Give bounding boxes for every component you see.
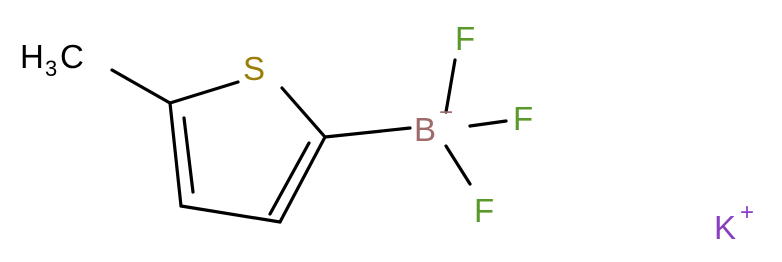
methyl-subscript: 3 — [45, 56, 57, 81]
bond-c5-s — [168, 80, 240, 105]
sulfur-atom: S — [243, 50, 265, 87]
boron-atom: B — [414, 111, 436, 148]
bond-c4-c5 — [168, 101, 183, 208]
potassium-charge: + — [740, 199, 754, 226]
methyl-c: C — [60, 38, 84, 75]
bond-c2-c3-double — [268, 141, 311, 216]
bond-b-f-top — [444, 58, 457, 114]
bond-c2-b — [323, 126, 412, 139]
bond-c3-c4 — [179, 204, 282, 224]
bond-c4-c5-double — [182, 116, 195, 194]
bond-methyl-c5 — [110, 68, 172, 105]
bonds — [110, 58, 508, 224]
bond-b-f-right — [468, 119, 508, 128]
methyl-label: H 3 C — [20, 38, 84, 81]
bond-s-c2 — [280, 86, 327, 139]
methyl-h: H — [20, 38, 44, 75]
boron-charge: − — [439, 99, 453, 126]
bond-c2-c3 — [278, 135, 327, 224]
fluorine-top: F — [455, 20, 475, 57]
fluorine-bottom: F — [474, 192, 494, 229]
fluorine-right: F — [513, 100, 533, 137]
potassium-atom: K — [714, 209, 736, 246]
bond-b-f-bottom — [444, 144, 472, 186]
